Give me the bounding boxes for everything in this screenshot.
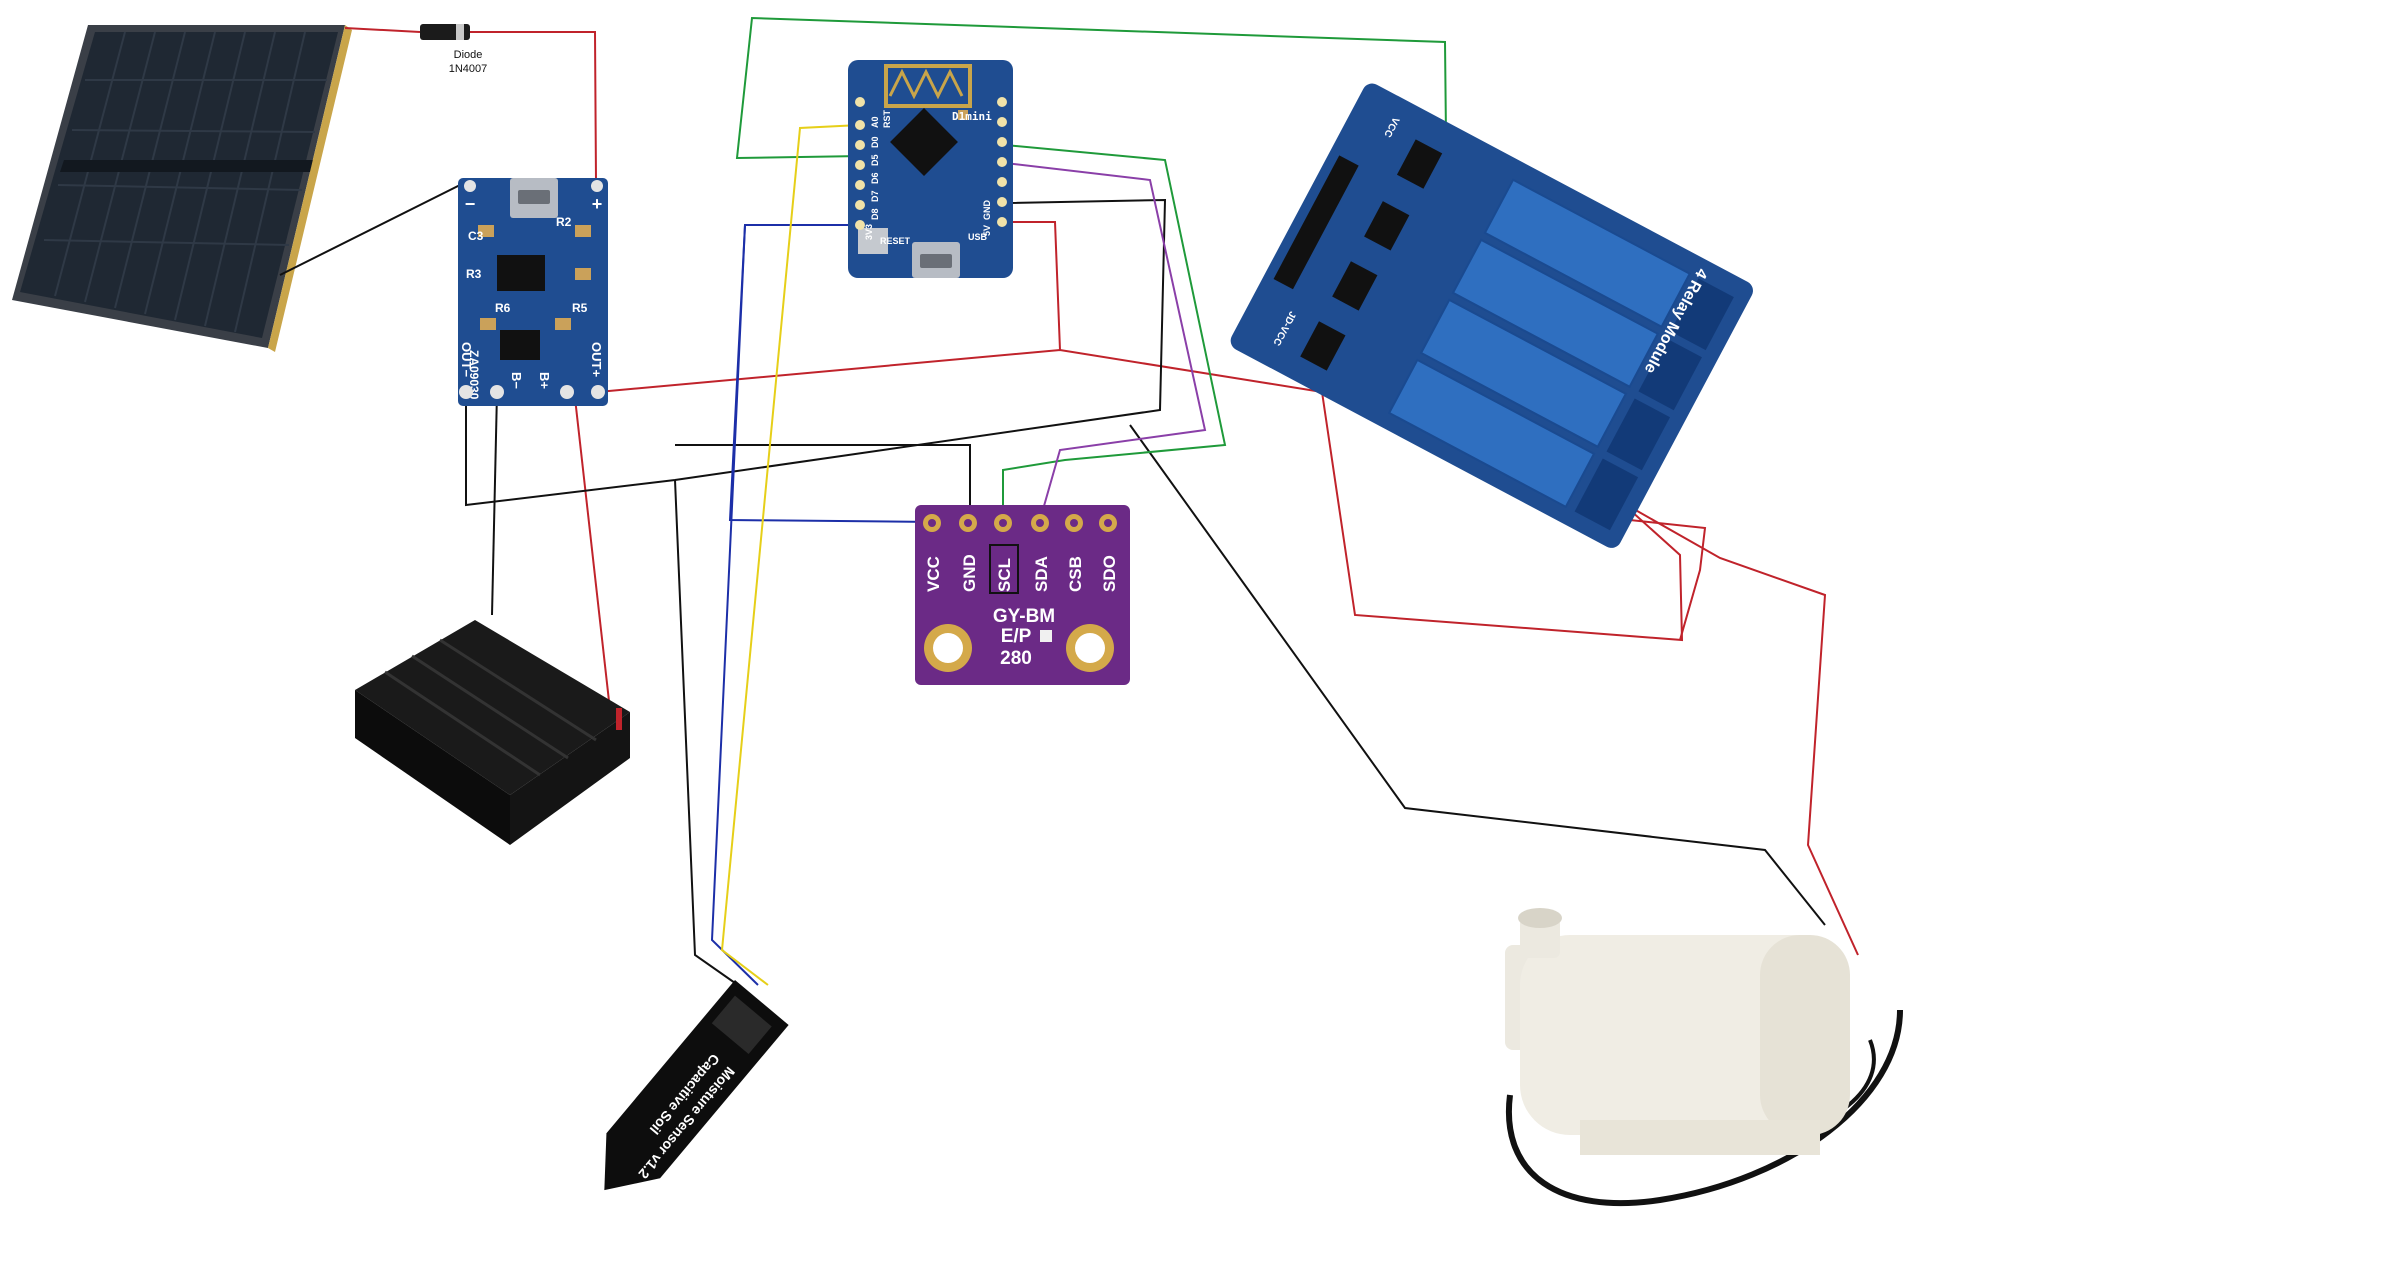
wires — [279, 16, 1859, 991]
wemos-pin-d5: D5 — [870, 154, 880, 166]
water-pump — [1505, 908, 1903, 1207]
wire-red-diode-charger — [470, 31, 597, 183]
wemos-pin-d7: D7 — [870, 190, 880, 202]
wemos-pin-d8: D8 — [870, 208, 880, 220]
charger-b-minus-label: B− — [509, 372, 524, 389]
wemos-pin-5v: 5V — [982, 225, 992, 236]
relay-module: 4 Relay Module VCC JD-VCC — [1230, 83, 1753, 548]
wemos-pin-3v3: 3V3 — [864, 224, 874, 240]
diode-label: Diode — [454, 49, 483, 61]
bme-pin-scl: SCL — [995, 558, 1014, 592]
wire-red-relay-loop — [1321, 391, 1684, 642]
charger-pad-b-minus — [490, 385, 504, 399]
bme-pin-gnd: GND — [960, 554, 979, 592]
charger-r6-label: R6 — [495, 301, 511, 315]
wemos-brand-label: D1mini — [952, 110, 992, 123]
diode-part-label: 1N4007 — [449, 63, 488, 75]
charger-r3-label: R3 — [466, 267, 482, 281]
bme-pin-sdo: SDO — [1100, 555, 1119, 592]
charger-pad-b-plus — [560, 385, 574, 399]
charger-top-plus-label: + — [592, 194, 603, 214]
wemos-usb-label: USB — [968, 232, 988, 242]
wire-red-solar-diode — [344, 27, 421, 33]
bme-pin-sda: SDA — [1032, 556, 1051, 592]
charger-out-minus-label: OUT− — [459, 342, 474, 377]
charger-pad-top-plus — [591, 180, 603, 192]
charger-pad-out-plus — [591, 385, 605, 399]
charger-module: − + C3 R2 R3 R6 R5 ZA09030 OUT− OUT+ B− … — [458, 178, 608, 406]
wire-black-solar-charger — [279, 179, 471, 276]
wire-yellow-a0 — [720, 124, 861, 986]
wire-red-pump — [1631, 507, 1859, 956]
wemos-d1-mini: A0 RST D0 D5 D6 D7 D8 3V3 GND 5V D1mini … — [848, 60, 1013, 278]
wemos-pin-d6: D6 — [870, 172, 880, 184]
wire-purple-sda — [1004, 162, 1207, 521]
wire-red-battery-plus — [574, 397, 611, 711]
wire-black-bme-gnd — [675, 444, 971, 520]
charger-pad-top-minus — [464, 180, 476, 192]
wemos-reset-label: RESET — [880, 236, 911, 246]
wemos-pin-gnd: GND — [982, 200, 992, 221]
charger-out-plus-label: OUT+ — [589, 342, 604, 377]
diode-1n4007: Diode 1N4007 — [420, 24, 487, 75]
bme-pin-csb: CSB — [1066, 556, 1085, 592]
bme-title-line1: GY-BM — [993, 606, 1055, 627]
wire-red-relay-com — [1629, 519, 1707, 641]
wire-red-5v — [1008, 221, 1061, 351]
wire-black-moisture-gnd — [674, 479, 746, 991]
wemos-pin-a0: A0 — [870, 116, 880, 128]
charger-c3-label: C3 — [468, 229, 484, 243]
charger-pad-out-minus — [459, 385, 473, 399]
bme280-sensor: VCC GND SCL SDA CSB SDO GY-BM E/P 280 — [915, 505, 1130, 685]
battery-holder — [355, 620, 630, 845]
wemos-pin-d0: D0 — [870, 136, 880, 148]
charger-b-plus-label: B+ — [537, 372, 552, 389]
wire-blue-moisture — [710, 224, 759, 986]
wemos-pin-rst: RST — [882, 109, 892, 128]
solar-panel — [12, 25, 352, 352]
bme-pin-vcc: VCC — [924, 556, 943, 592]
wire-black-pump — [1129, 424, 1826, 926]
wire-black-battery-minus — [491, 391, 498, 616]
charger-top-minus-label: − — [465, 194, 476, 214]
bme-title-line2: E/P — [1001, 626, 1032, 647]
charger-r2-label: R2 — [556, 215, 572, 229]
wire-green-scl — [1002, 144, 1227, 520]
bme-title-line3: 280 — [1000, 648, 1032, 669]
soil-moisture-sensor: Capacitive Soil Moisture Sensor v1.2 — [604, 980, 789, 1191]
charger-r5-label: R5 — [572, 301, 588, 315]
